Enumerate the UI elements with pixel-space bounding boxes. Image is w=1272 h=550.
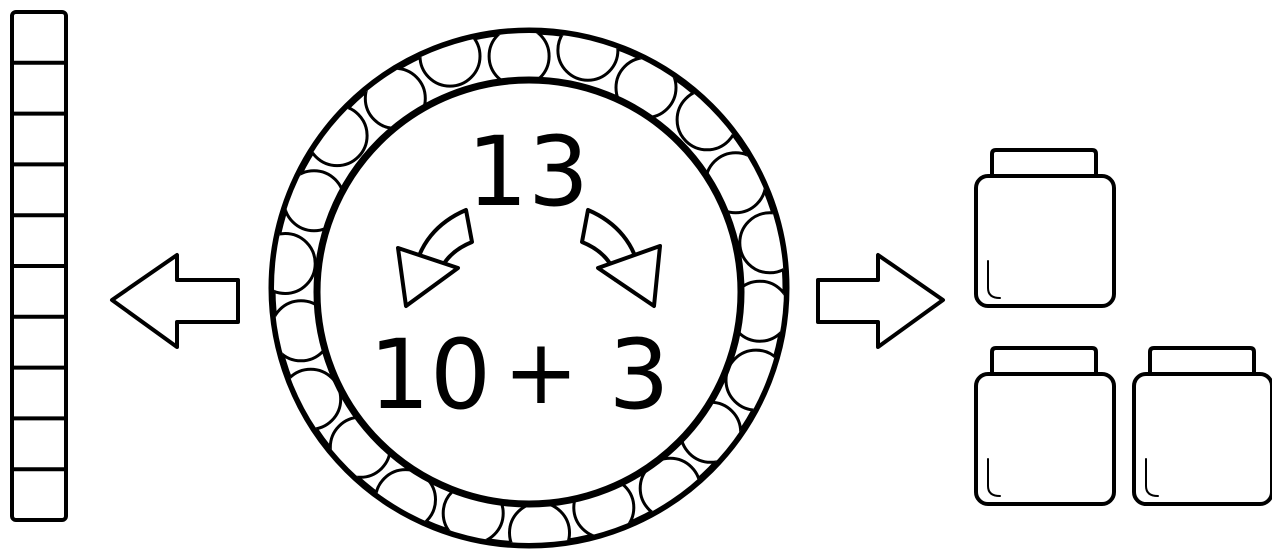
ones-cubes <box>976 150 1272 504</box>
plus-sign: + <box>503 320 578 425</box>
ten-rod <box>12 12 66 520</box>
decorative-ring <box>255 20 800 550</box>
left-arrow-icon <box>112 255 238 347</box>
ring-scallop <box>558 20 618 80</box>
ones-value: 3 <box>608 319 669 431</box>
ring-scallop <box>740 213 800 273</box>
ones-cube <box>976 348 1114 504</box>
ones-cube <box>976 150 1114 306</box>
ring-scallop <box>255 234 315 294</box>
tens-value: 10 <box>369 319 491 431</box>
right-arrow-icon <box>818 255 943 347</box>
top-number: 13 <box>467 116 589 228</box>
ones-cube <box>1134 348 1272 504</box>
